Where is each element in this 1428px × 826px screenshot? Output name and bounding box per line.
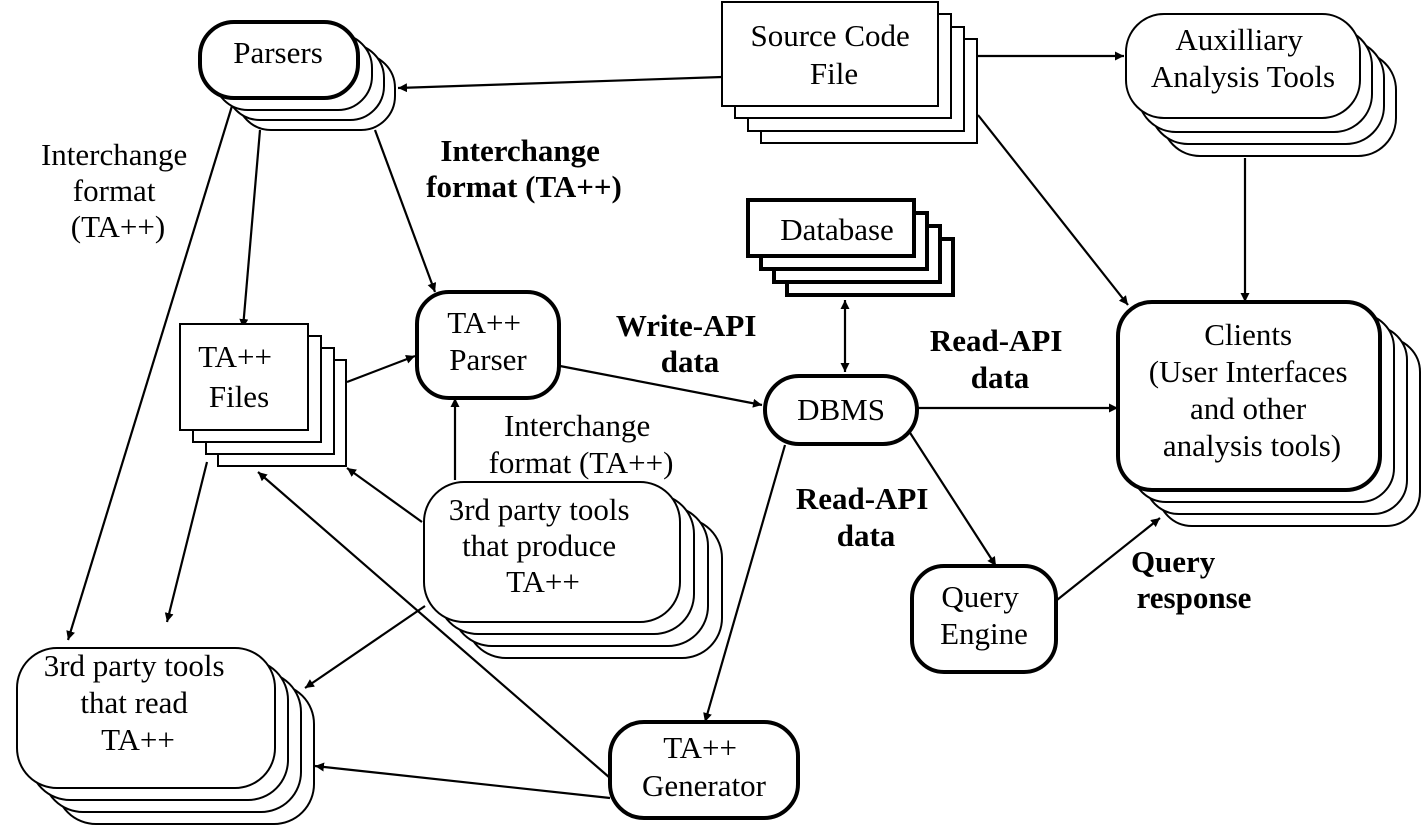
edge-labels: Interchange format (TA++) Interchange fo… (41, 133, 1251, 615)
node-source-code-file-label: Source Code File (750, 18, 917, 91)
node-source-code-file: Source Code File (721, 1, 978, 144)
node-third-produce-label: 3rd party tools that produce TA++ (449, 492, 638, 599)
node-aux-tools: Auxilliary Analysis Tools (1125, 13, 1397, 157)
node-ta-files: TA++ Files (179, 323, 347, 467)
node-third-produce: 3rd party tools that produce TA++ (423, 481, 723, 659)
edge-third-produce-to-third-read (304, 605, 426, 689)
edges (66, 51, 1250, 800)
node-parsers: Parsers (198, 20, 396, 131)
edge-parsers-to-third-read (66, 105, 234, 641)
node-database: Database (746, 198, 955, 297)
edge-third-produce-to-ta-files (346, 467, 423, 523)
node-database-label: Database (780, 212, 894, 247)
node-parsers-label: Parsers (233, 35, 323, 70)
edge-ta-generator-to-ta-files (257, 471, 611, 779)
label-interchange-left: Interchange format (TA++) (41, 137, 195, 244)
label-query-response: Query response (1131, 544, 1251, 615)
label-interchange-mid: Interchange format (TA++) (489, 408, 674, 480)
edge-ta-parser-to-dbms (559, 364, 763, 408)
node-query-engine: Query Engine (910, 564, 1058, 674)
node-ta-generator-label: TA++ Generator (642, 730, 767, 803)
edge-query-engine-to-clients (1056, 517, 1161, 601)
label-read-api-right: Read-API data (930, 323, 1070, 395)
nodes: Parsers Source Code File Auxilliary Anal… (16, 1, 1421, 825)
label-interchange-top: Interchange format (TA++) (426, 133, 622, 204)
node-aux-tools-label: Auxilliary Analysis Tools (1151, 22, 1335, 94)
label-read-api-bottom: Read-API data (796, 481, 936, 553)
edge-dbms-to-query-engine (904, 424, 997, 567)
node-ta-files-label: TA++ Files (198, 339, 280, 414)
node-ta-generator: TA++ Generator (608, 720, 800, 820)
edge-parsers-to-ta-files (239, 129, 262, 329)
edge-source-to-parsers (397, 75, 723, 93)
node-query-engine-label: Query Engine (940, 579, 1028, 651)
label-write-api: Write-API data (616, 308, 764, 379)
edge-ta-generator-to-third-read (314, 762, 611, 800)
edge-ta-files-to-third-read (164, 461, 209, 623)
node-third-read-label: 3rd party tools that read TA++ (44, 648, 233, 757)
node-third-read: 3rd party tools that read TA++ (16, 647, 315, 825)
edge-dbms-to-ta-generator (703, 444, 787, 723)
edge-parsers-to-ta-parser (373, 129, 437, 293)
node-clients-label: Clients (User Interfaces and other analy… (1149, 317, 1356, 463)
node-ta-parser-label: TA++ Parser (447, 305, 529, 377)
node-dbms: DBMS (763, 374, 919, 446)
node-ta-parser: TA++ Parser (415, 290, 561, 400)
node-clients: Clients (User Interfaces and other analy… (1116, 300, 1421, 527)
edge-source-to-clients (977, 114, 1129, 306)
edge-ta-files-to-ta-parser (346, 354, 416, 384)
node-dbms-label: DBMS (797, 392, 885, 427)
